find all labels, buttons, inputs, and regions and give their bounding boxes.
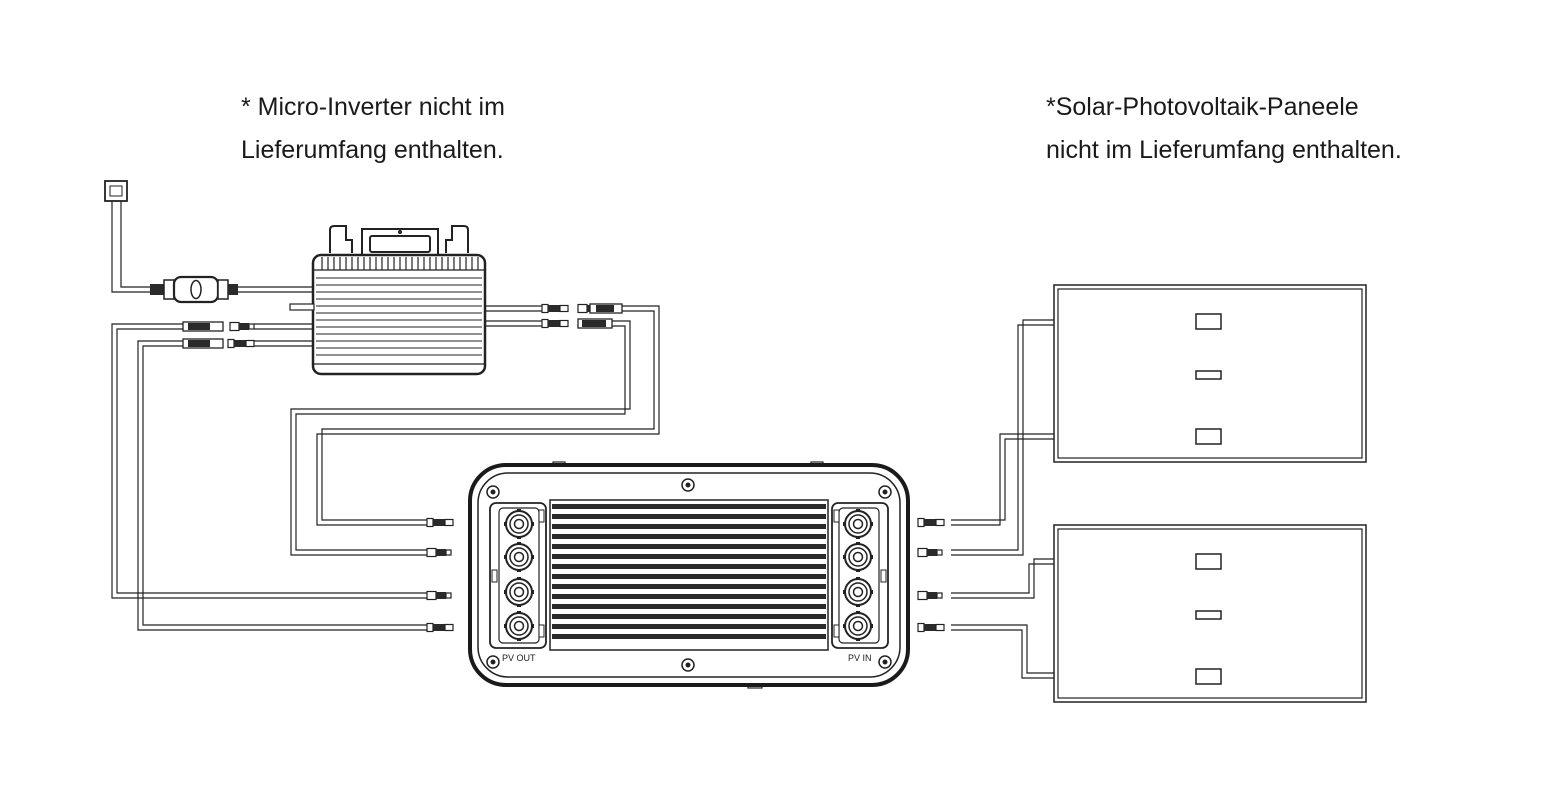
solar-panel-2-icon	[1053, 524, 1367, 703]
ac-cable-outer	[111, 197, 150, 293]
ac-connector-icon	[150, 275, 238, 304]
cable-inverter-to-pvout-2	[316, 305, 660, 526]
pv-in-port-panel	[831, 502, 889, 649]
pv-in-label: PV IN	[848, 653, 872, 663]
cable-inverter-to-pvout-1	[290, 320, 631, 556]
pv-out-cable-connectors	[426, 517, 454, 633]
note-panels-line-1: *Solar-Photovoltaik-Paneele	[1046, 93, 1359, 121]
pv-out-label: PV OUT	[502, 653, 536, 663]
inverter-dc-connectors	[182, 303, 623, 349]
cable-pvout-3	[111, 323, 427, 599]
note-inverter-line-1: * Micro-Inverter nicht im	[241, 93, 505, 121]
solar-panel-1-icon	[1053, 284, 1367, 463]
note-inverter-line-2: Lieferumfang enthalten.	[241, 136, 504, 164]
ac-cable-to-inverter	[238, 286, 312, 293]
note-panels-line-2: nicht im Lieferumfang enthalten.	[1046, 136, 1402, 164]
note-panels-not-included: *Solar-Photovoltaik-Paneele nicht im Lie…	[1046, 86, 1402, 172]
micro-inverter-icon	[289, 225, 487, 376]
power-station-icon: PV OUT PV IN	[468, 461, 910, 689]
cable-pvout-4	[137, 340, 427, 631]
ac-cable-inner	[120, 197, 150, 288]
pv-in-cable-connectors	[917, 517, 945, 633]
note-inverter-not-included: * Micro-Inverter nicht im Lieferumfang e…	[241, 86, 505, 172]
wall-outlet-icon	[104, 180, 128, 202]
pv-out-port-panel	[489, 502, 547, 649]
